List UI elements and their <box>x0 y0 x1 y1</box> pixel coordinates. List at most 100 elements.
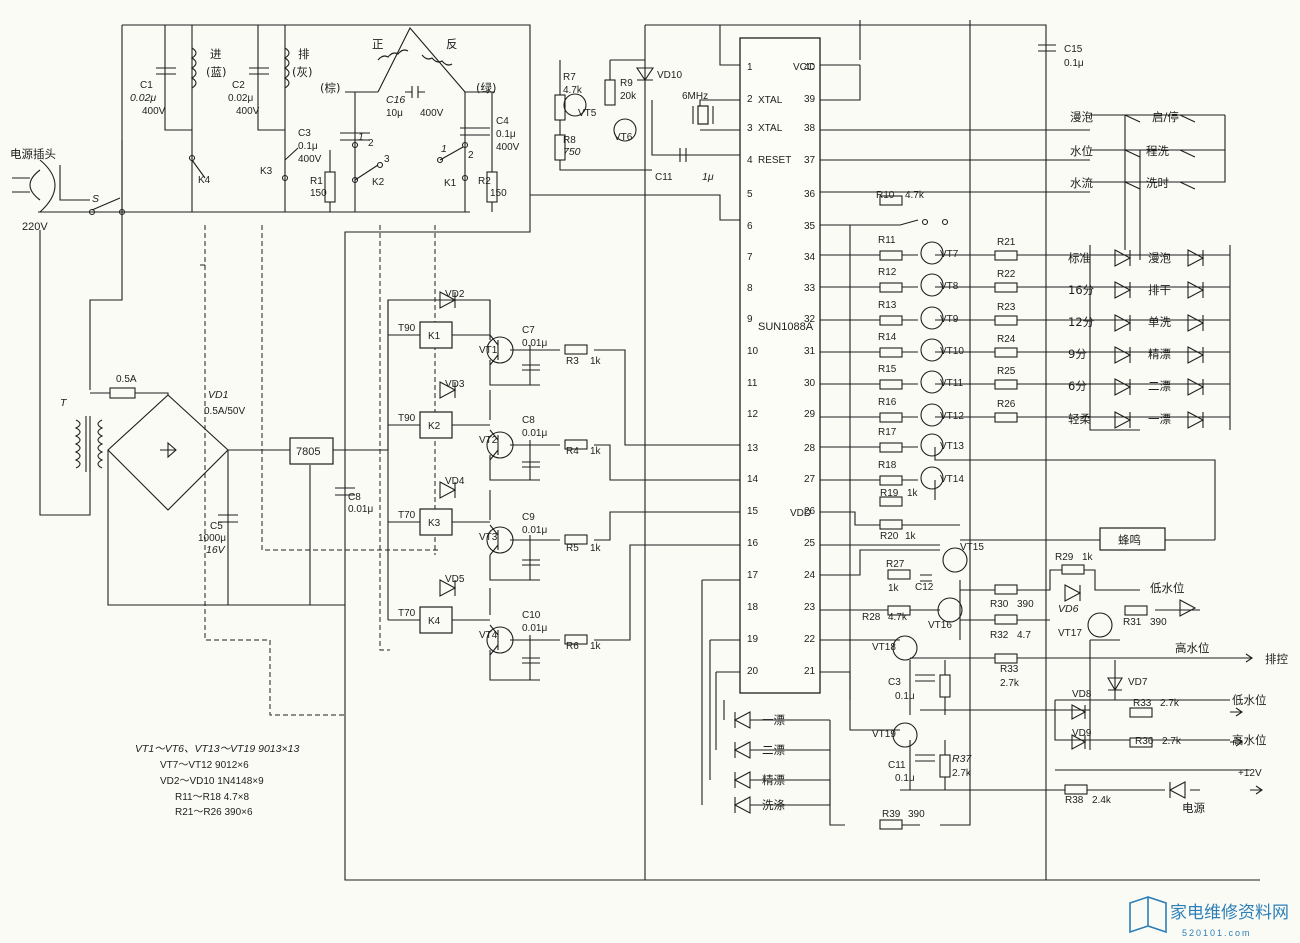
c8-label: C8 <box>348 492 361 503</box>
switch-wash-time: 洗时 <box>1146 176 1169 190</box>
vt6-label: VT6 <box>614 132 633 143</box>
high-level-input: 高水位 <box>1232 733 1267 747</box>
r7-value: 4.7k <box>563 85 583 96</box>
supply-12v-label: +12V <box>1238 768 1262 779</box>
legend-line-4: R11～R18 4.7×8 <box>175 792 249 803</box>
relay-cap-value-2: 0.01μ <box>522 525 547 536</box>
r36-label: R36 <box>1135 736 1154 747</box>
c4-value: 0.1μ <box>496 129 516 140</box>
led-res-2: R23 <box>997 302 1016 313</box>
c4-label: C4 <box>496 116 509 127</box>
r9-label: R9 <box>620 78 633 89</box>
flyback-diode-1: VD3 <box>445 379 465 390</box>
r8-label: R8 <box>563 135 576 146</box>
r1-label: R1 <box>310 176 323 187</box>
relay-res-value-0: 1k <box>590 356 602 367</box>
switch-water-flow: 水流 <box>1070 176 1093 190</box>
r32-label: R32 <box>990 630 1009 641</box>
bridge-rating: 0.5A/50V <box>204 406 245 417</box>
c16-label: C16 <box>386 94 405 106</box>
flyback-diode-2: VD4 <box>445 476 465 487</box>
driver-res-2: R13 <box>878 300 897 311</box>
driver-res-6: R17 <box>878 427 897 438</box>
relay-res-value-1: 1k <box>590 446 602 457</box>
led-res-3: R24 <box>997 334 1016 345</box>
led-res-0: R21 <box>997 237 1016 248</box>
driver-transistor-2: VT3 <box>479 532 498 543</box>
r28-value: 4.7k <box>888 612 908 623</box>
driver-res-7: R18 <box>878 460 897 471</box>
switch-soak: 漫泡 <box>1070 110 1093 124</box>
chip-pin-left-13: 13 <box>747 443 759 454</box>
chip-pin-left-16: 16 <box>747 538 759 549</box>
inlet-label: 进 <box>210 47 222 61</box>
c5-value: 1000μ <box>198 533 226 544</box>
high-level-output: 高水位 <box>1175 641 1210 655</box>
r39-label: R39 <box>882 809 901 820</box>
led-right-0: 漫泡 <box>1148 251 1171 265</box>
c16-voltage: 400V <box>420 108 444 119</box>
led-bottom-2: 精漂 <box>762 773 785 787</box>
chip-pin-right-31: 31 <box>804 346 816 357</box>
r29-value: 1k <box>1082 552 1094 563</box>
wire-brown: (棕) <box>320 81 340 95</box>
relay-cap-0: C7 <box>522 325 535 336</box>
chip-pin-right-28: 28 <box>804 443 816 454</box>
relay-cap-value-3: 0.01μ <box>522 623 547 634</box>
motor-forward: 正 <box>372 37 384 51</box>
switch-program: 程洗 <box>1146 144 1169 158</box>
driver-res-5: R16 <box>878 397 897 408</box>
led-left-0: 标准 <box>1068 251 1091 265</box>
led-right-1: 排干 <box>1148 283 1171 297</box>
led-right-3: 精漂 <box>1148 347 1171 361</box>
relay-coil-2: K3 <box>428 518 441 529</box>
driver-transistor-3: VT4 <box>479 630 498 641</box>
led-left-4: 6分 <box>1068 379 1087 393</box>
c2-label: C2 <box>232 80 245 91</box>
r31-value: 390 <box>1150 617 1167 628</box>
relay-cap-3: C10 <box>522 610 541 621</box>
relay-type-3: T70 <box>398 608 416 619</box>
c15-value: 0.1μ <box>1064 58 1084 69</box>
vdd-label: VDD <box>790 508 811 519</box>
relay-res-value-2: 1k <box>590 543 602 554</box>
chip-pin-right-23: 23 <box>804 602 816 613</box>
r19-label: R19 <box>880 488 899 499</box>
chip-pin-right-32: 32 <box>804 314 816 325</box>
relay-res-2: R5 <box>566 543 579 554</box>
r36-value: 2.7k <box>1162 736 1182 747</box>
led-left-2: 12分 <box>1068 315 1095 329</box>
switch-water-level: 水位 <box>1070 144 1093 158</box>
r20-value: 1k <box>905 531 917 542</box>
driver-vt-4: VT11 <box>940 378 964 389</box>
driver-vt-0: VT7 <box>940 249 959 260</box>
power-led-label: 电源 <box>1182 801 1205 815</box>
chip-pin-right-27: 27 <box>804 474 816 485</box>
driver-vt-2: VT9 <box>940 314 959 325</box>
watermark-text: 家电维修资料网 <box>1170 903 1289 923</box>
led-res-5: R26 <box>997 399 1016 410</box>
switch-start-stop: 启/停 <box>1152 110 1179 124</box>
low-level-input: 低水位 <box>1232 693 1267 707</box>
plug-label: 电源插头 <box>10 147 56 161</box>
r9-value: 20k <box>620 91 637 102</box>
relay-cap-2: C9 <box>522 512 535 523</box>
c11b-label: C11 <box>888 760 906 771</box>
r29-label: R29 <box>1055 552 1074 563</box>
k2-pos-2: 2 <box>368 138 374 149</box>
vt18-label: VT18 <box>872 642 896 653</box>
vd9-label: VD9 <box>1072 728 1092 739</box>
led-res-4: R25 <box>997 366 1016 377</box>
chip-pin-right-25: 25 <box>804 538 816 549</box>
relay-coil-3: K4 <box>428 616 441 627</box>
c1-label: C1 <box>140 80 153 91</box>
wire-green: (绿) <box>476 81 496 95</box>
relay-res-value-3: 1k <box>590 641 602 652</box>
drain-control-output: 排控 <box>1265 652 1288 666</box>
r10-label: R10 <box>876 190 895 201</box>
r27-value: 1k <box>888 583 900 594</box>
led-bottom-0: 一漂 <box>762 713 785 727</box>
legend-line-5: R21～R26 390×6 <box>175 807 253 818</box>
chip-pin-right-39: 39 <box>804 94 816 105</box>
